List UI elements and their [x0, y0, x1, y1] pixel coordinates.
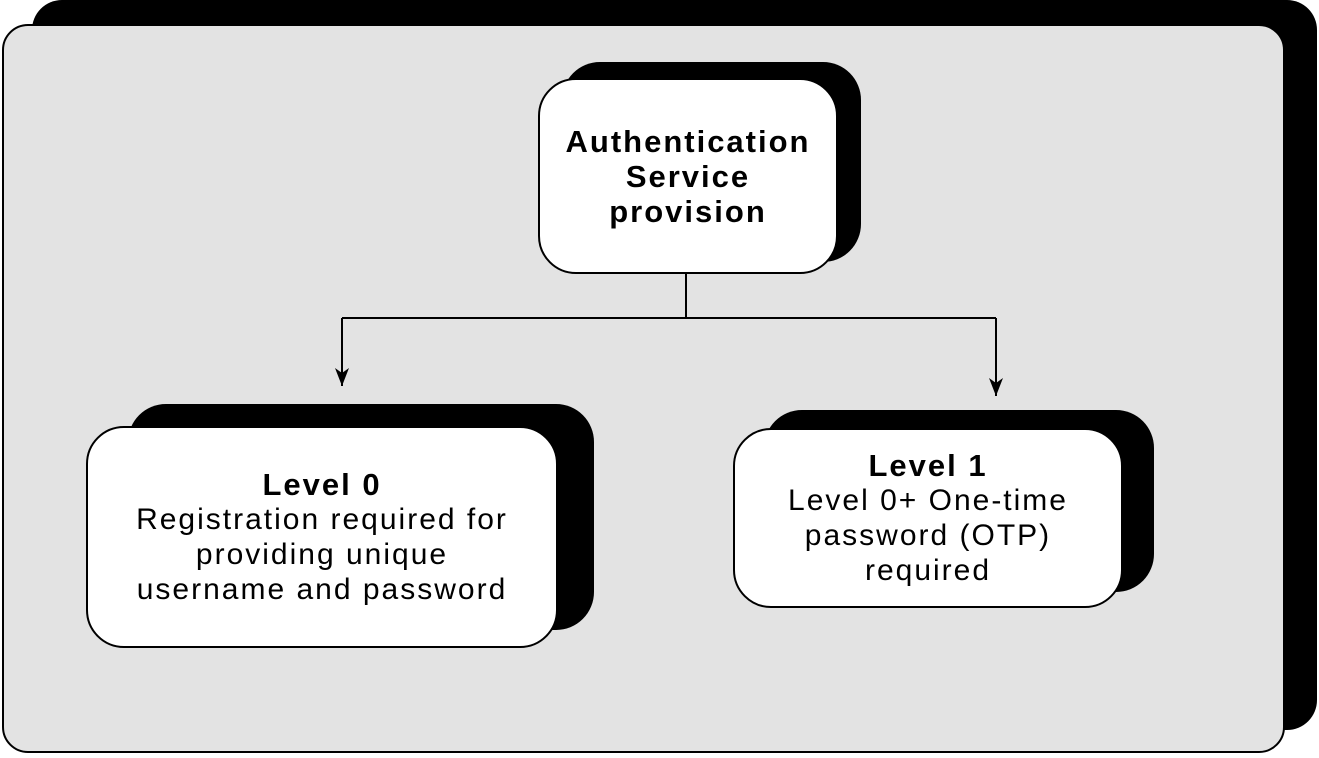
level0-desc-line-3: username and password — [136, 573, 508, 606]
level1-desc-line-1: Level 0+ One-time — [788, 484, 1068, 517]
level1-desc-line-2: password (OTP) — [804, 519, 1052, 552]
root-title-line-2: Service — [625, 158, 751, 194]
level0-desc-line-1: Registration required for — [136, 503, 508, 536]
root-title-line-3: provision — [609, 193, 767, 229]
level0-title: Level 0 — [262, 467, 382, 502]
level0-node: Level 0 Registration required for provid… — [86, 426, 558, 648]
root-node: Authentication Service provision — [538, 78, 838, 274]
level1-node: Level 1 Level 0+ One-time password (OTP)… — [733, 428, 1123, 608]
level0-desc-line-2: providing unique — [195, 538, 449, 571]
level1-desc-line-3: required — [864, 554, 992, 587]
level1-title: Level 1 — [868, 448, 988, 483]
root-title-line-1: Authentication — [565, 123, 811, 159]
